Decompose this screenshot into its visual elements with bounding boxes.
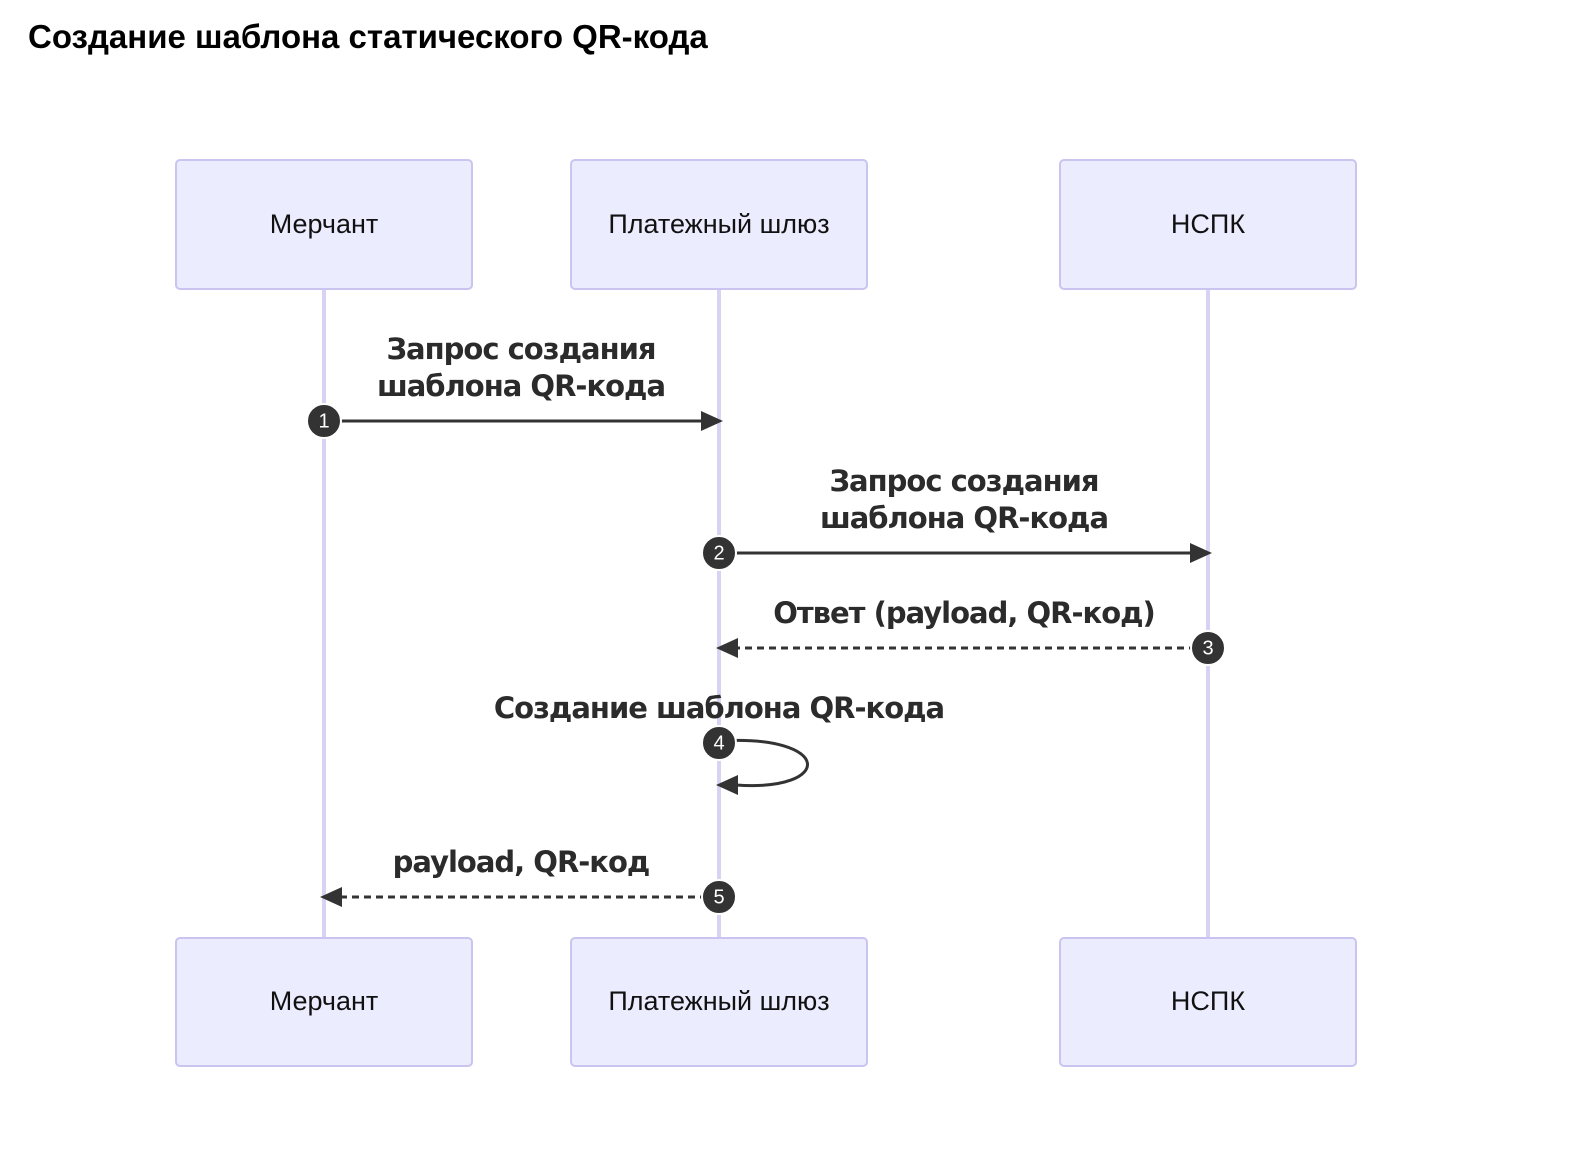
arrowhead-icon	[716, 775, 738, 795]
message-1: Запрос создания шаблона QR-кода 1	[306, 332, 723, 439]
message-label: payload, QR-код	[393, 845, 650, 879]
actor-bottom-gateway: Платежный шлюз	[570, 937, 868, 1067]
message-label: Запрос создания	[386, 332, 655, 366]
message-label: шаблона QR-кода	[377, 369, 665, 403]
page-title: Создание шаблона статического QR-кода	[28, 18, 708, 55]
sequence-number-badge	[701, 535, 737, 571]
actor-label: Мерчант	[270, 209, 379, 239]
actor-bottom-nspk: НСПК	[1059, 937, 1357, 1067]
message-label: Ответ (payload, QR-код)	[773, 596, 1155, 630]
sequence-number: 2	[713, 542, 724, 564]
sequence-number: 5	[713, 886, 724, 908]
arrowhead-icon	[1190, 543, 1212, 563]
actor-label: Мерчант	[270, 986, 379, 1016]
actor-label: Платежный шлюз	[608, 986, 829, 1016]
message-2: Запрос создания шаблона QR-кода 2	[701, 464, 1212, 571]
arrowhead-icon	[701, 411, 723, 431]
message-label: шаблона QR-кода	[820, 501, 1108, 535]
message-label: Запрос создания	[829, 464, 1098, 498]
sequence-number-badge	[701, 879, 737, 915]
message-3: Ответ (payload, QR-код) 3	[716, 596, 1226, 666]
actor-top-gateway: Платежный шлюз	[570, 159, 868, 290]
message-5: payload, QR-код 5	[320, 845, 737, 915]
message-self-loop	[718, 738, 809, 788]
sequence-number-badge	[306, 403, 342, 439]
actor-top-merchant: Мерчант	[175, 159, 473, 290]
actor-label: НСПК	[1171, 209, 1245, 239]
message-label: Создание шаблона QR-кода	[494, 691, 944, 725]
sequence-number: 4	[713, 732, 724, 754]
actor-label: Платежный шлюз	[608, 209, 829, 239]
sequence-number: 1	[318, 410, 329, 432]
actor-bottom-merchant: Мерчант	[175, 937, 473, 1067]
actor-label: НСПК	[1171, 986, 1245, 1016]
sequence-number-badge	[701, 725, 737, 761]
arrowhead-icon	[320, 887, 342, 907]
actor-top-nspk: НСПК	[1059, 159, 1357, 290]
sequence-number: 3	[1202, 637, 1213, 659]
arrowhead-icon	[716, 638, 738, 658]
sequence-number-badge	[1190, 630, 1226, 666]
message-4: Создание шаблона QR-кода 4	[494, 691, 945, 795]
